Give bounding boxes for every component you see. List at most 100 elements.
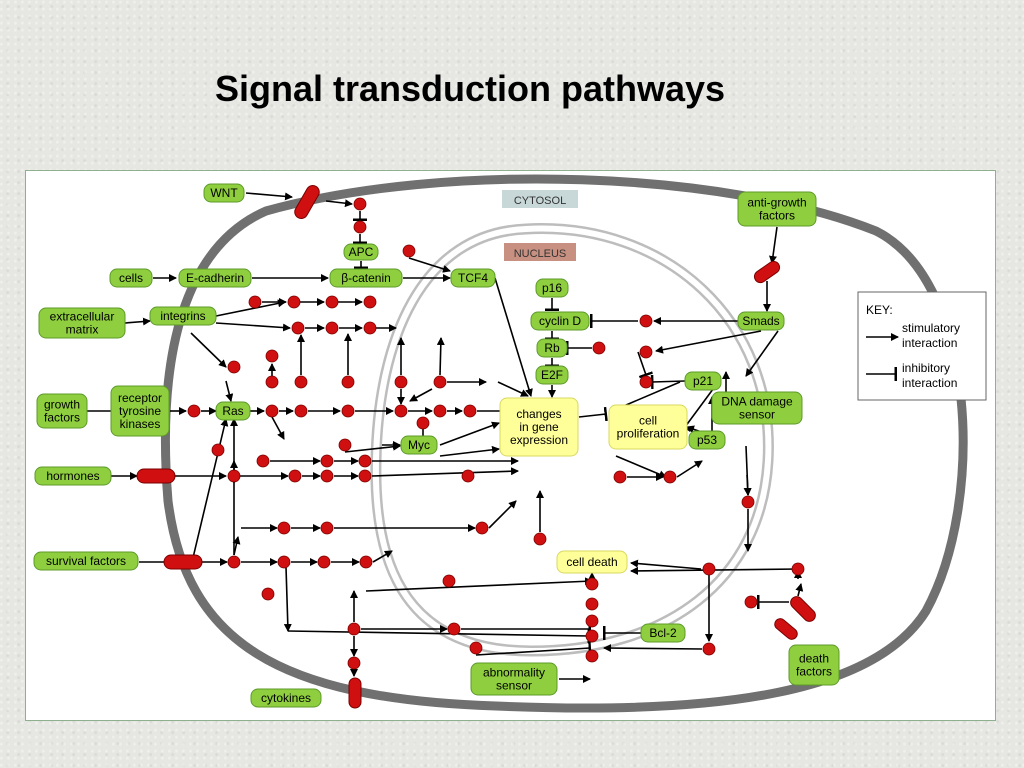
node-growth-factors-label-2: factors [44, 411, 80, 425]
node-changes-label-1: changes [516, 407, 561, 421]
edge-111 [365, 577, 593, 592]
node-ecm-label-2: matrix [66, 323, 99, 337]
intermediate-dot-23 [433, 404, 447, 418]
node-dna-damage-label-2: sensor [739, 408, 775, 422]
node-growth-factors-label-1: growth [44, 398, 80, 412]
cell-membrane [160, 174, 968, 713]
edge-1 [245, 192, 293, 201]
intermediate-dot-14 [294, 375, 308, 389]
node-p53-label: p53 [697, 433, 717, 447]
intermediate-dot-3 [402, 244, 416, 258]
intermediate-dot-16 [394, 375, 408, 389]
edge-22 [650, 374, 686, 390]
intermediate-dot-27 [211, 443, 225, 457]
edge-90 [578, 406, 608, 422]
node-e2f: E2F [535, 365, 569, 385]
node-death-factors-label-1: death [799, 652, 829, 666]
edge-115 [743, 474, 752, 496]
intermediate-dot-63 [791, 562, 805, 576]
node-hormones-label: hormones [46, 469, 99, 483]
node-changes-label-3: expression [510, 433, 568, 447]
intermediate-dot-33 [320, 469, 334, 483]
intermediate-dot-40 [227, 555, 241, 569]
intermediate-dot-37 [320, 521, 334, 535]
intermediate-dot-46 [585, 577, 599, 591]
intermediate-dot-39 [533, 532, 547, 546]
signal-pathway-diagram: CYTOSOL NUCLEUS WNTanti-growthfactorsAPC… [33, 174, 987, 713]
intermediate-dot-18 [187, 404, 201, 418]
node-ras-label: Ras [222, 404, 243, 418]
edge-38 [190, 332, 227, 368]
node-apc: APC [343, 243, 379, 261]
receptor-1 [294, 185, 320, 219]
node-abnormality-label-2: sensor [496, 679, 532, 693]
intermediate-dot-31 [227, 469, 241, 483]
edge-57 [409, 388, 433, 402]
node-tcf4: TCF4 [450, 268, 496, 288]
legend-title: KEY: [866, 303, 893, 317]
node-myc-label: Myc [408, 438, 430, 452]
edge-83 [232, 536, 241, 556]
intermediate-dot-48 [585, 614, 599, 628]
edge-70 [371, 467, 519, 477]
edge-17 [769, 226, 778, 264]
legend: KEY: stimulatory interaction inhibitory … [857, 291, 987, 401]
legend-inhibitory-line1: inhibitory [902, 361, 950, 375]
edge-110 [287, 628, 591, 644]
node-survival-factors-label: survival factors [46, 554, 126, 568]
receptor-2 [753, 260, 781, 284]
node-wnt-label: WNT [210, 186, 238, 200]
node-cell-proliferation-label-2: proliferation [617, 427, 680, 441]
receptor-6 [790, 596, 816, 622]
edge-108 [603, 644, 703, 653]
intermediate-dot-65 [702, 642, 716, 656]
edge-109 [283, 566, 292, 632]
intermediate-dot-51 [347, 622, 361, 636]
intermediate-dot-25 [416, 416, 430, 430]
node-changes-label-2: in gene [519, 420, 559, 434]
node-abnormality-label-1: abnormality [483, 666, 545, 680]
edge-56 [497, 381, 529, 397]
intermediate-dot-17 [433, 375, 447, 389]
node-e2f-label: E2F [541, 368, 563, 382]
intermediate-dot-44 [261, 587, 275, 601]
intermediate-dot-19 [265, 404, 279, 418]
edge-63 [271, 416, 285, 440]
page-title: Signal transduction pathways [214, 68, 726, 109]
node-rtk-label-3: kinases [120, 417, 161, 431]
legend-inhibitory-line2: interaction [902, 376, 957, 390]
node-dna-damage-label-1: DNA damage [721, 395, 793, 409]
intermediate-dot-64 [744, 595, 758, 609]
intermediate-dot-35 [461, 469, 475, 483]
edge-112 [795, 583, 804, 597]
edge-9 [408, 257, 451, 273]
intermediate-dot-45 [442, 574, 456, 588]
node-myc: Myc [400, 435, 438, 455]
intermediate-dot-32 [288, 469, 302, 483]
node-smads: Smads [737, 311, 785, 331]
intermediate-dot-47 [585, 597, 599, 611]
node-p16-label: p16 [542, 281, 562, 295]
node-beta-catenin-label: β-catenin [341, 271, 391, 285]
intermediate-dot-20 [294, 404, 308, 418]
node-ecm-label-1: extracellular [50, 310, 115, 324]
node-beta-catenin: β-catenin [329, 268, 403, 288]
receptor-5 [348, 677, 362, 709]
node-cytokines: cytokines [250, 688, 322, 708]
intermediate-dot-55 [639, 314, 653, 328]
intermediate-dot-36 [277, 521, 291, 535]
node-p53: p53 [688, 430, 726, 450]
node-survival-factors: survival factors [33, 551, 139, 571]
edge-62 [344, 442, 401, 453]
intermediate-dot-10 [363, 321, 377, 335]
node-hormones: hormones [34, 466, 112, 486]
edge-10 [494, 277, 533, 397]
node-p21: p21 [684, 371, 722, 391]
legend-stimulatory-line1: stimulatory [902, 321, 960, 335]
node-cyclin-d-label: cyclin D [539, 314, 581, 328]
intermediate-dot-5 [287, 295, 301, 309]
